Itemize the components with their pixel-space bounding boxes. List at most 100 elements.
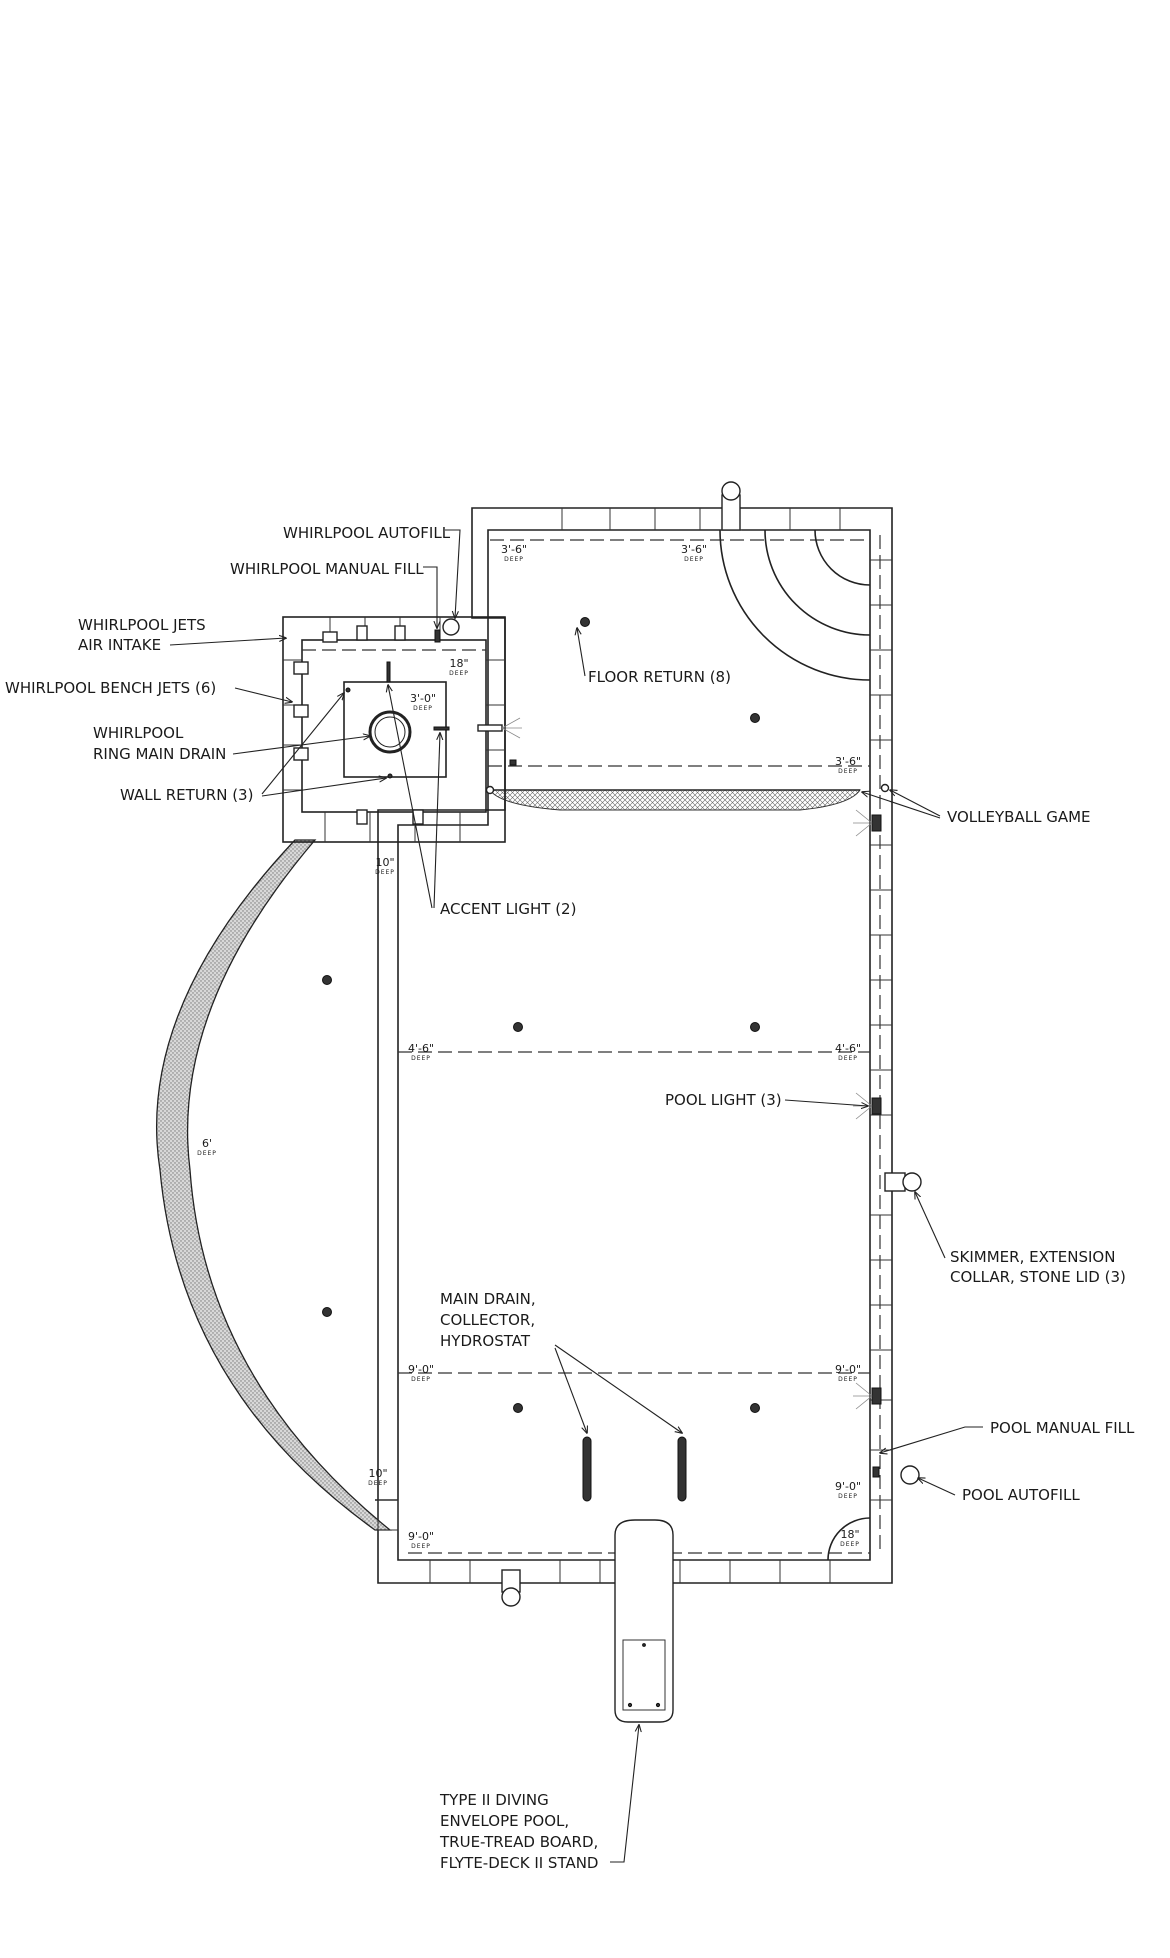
pool-lights	[853, 809, 882, 1410]
whirlpool	[282, 616, 522, 843]
svg-text:9'-0": 9'-0"	[835, 1480, 861, 1493]
label-whirlpool-ring-1: WHIRLPOOL	[93, 724, 184, 742]
svg-text:3'-6": 3'-6"	[501, 543, 527, 556]
leader-floor-return	[577, 628, 586, 677]
svg-text:3'-6": 3'-6"	[681, 543, 707, 556]
label-pool-manual-fill: POOL MANUAL FILL	[990, 1419, 1135, 1437]
spillway-light	[477, 724, 503, 732]
svg-text:DEEP: DEEP	[838, 1376, 858, 1383]
label-volleyball-game: VOLLEYBALL GAME	[947, 808, 1091, 826]
skimmers	[501, 481, 922, 1607]
entry-steps	[719, 529, 871, 681]
label-main-drain-3: HYDROSTAT	[440, 1332, 531, 1350]
leader-pool-autofill	[918, 1478, 956, 1496]
label-skimmer-2: COLLAR, STONE LID (3)	[950, 1268, 1126, 1286]
svg-text:DEEP: DEEP	[411, 1543, 431, 1550]
leader-main-drain-2	[554, 1344, 682, 1433]
leader-main-drain-1	[554, 1347, 587, 1433]
corner-step-bottom	[827, 1517, 871, 1561]
label-diving-3: TRUE-TREAD BOARD,	[439, 1833, 598, 1851]
accent-light-1	[386, 661, 391, 683]
depth-marker-whirlpool-center: 3'-0" DEEP	[410, 692, 436, 712]
svg-text:9'-0": 9'-0"	[408, 1530, 434, 1543]
svg-text:DEEP: DEEP	[449, 670, 469, 677]
label-whirlpool-autofill: WHIRLPOOL AUTOFILL	[283, 524, 451, 542]
leader-volleyball-2	[862, 792, 941, 819]
svg-text:DEEP: DEEP	[413, 705, 433, 712]
leader-wall-return-2	[261, 778, 386, 797]
svg-text:9'-0": 9'-0"	[408, 1363, 434, 1376]
pool-autofill-fixture	[900, 1465, 920, 1485]
svg-text:10": 10"	[375, 856, 394, 869]
svg-text:4'-6": 4'-6"	[835, 1042, 861, 1055]
bench-end-cap	[377, 1499, 399, 1531]
label-main-drain-1: MAIN DRAIN,	[440, 1290, 536, 1308]
depth-markers: 3'-6" DEEP 3'-6" DEEP 3'-6" DEEP 18" DEE…	[197, 543, 861, 1550]
svg-text:DEEP: DEEP	[838, 1055, 858, 1062]
annotations: WHIRLPOOL AUTOFILL WHIRLPOOL MANUAL FILL…	[5, 524, 1135, 1872]
accent-light-2	[433, 726, 450, 731]
svg-text:DEEP: DEEP	[504, 556, 524, 563]
depth-marker-shallow-center: 3'-6" DEEP	[681, 543, 707, 563]
label-pool-light: POOL LIGHT (3)	[665, 1091, 782, 1109]
label-floor-return: FLOOR RETURN (8)	[588, 668, 731, 686]
leader-whirlpool-autofill	[445, 529, 461, 618]
svg-text:3'-6": 3'-6"	[835, 755, 861, 768]
volleyball-post-right	[880, 783, 890, 793]
svg-text:6': 6'	[202, 1137, 212, 1150]
leader-volleyball-1	[890, 790, 941, 817]
label-main-drain-2: COLLECTOR,	[440, 1311, 535, 1329]
svg-text:DEEP: DEEP	[840, 1541, 860, 1548]
whirlpool-ring-drain	[368, 710, 412, 754]
whirlpool-coping	[282, 616, 506, 843]
svg-text:9'-0": 9'-0"	[835, 1363, 861, 1376]
depth-marker-deep-left: 9'-0" DEEP	[408, 1363, 434, 1383]
volleyball-post-left	[485, 785, 495, 795]
leader-pool-manual-fill	[880, 1426, 983, 1453]
whirlpool-manual-fill-fixture	[434, 629, 441, 643]
svg-text:DEEP: DEEP	[838, 1493, 858, 1500]
main-pool	[156, 481, 922, 1723]
svg-text:4'-6": 4'-6"	[408, 1042, 434, 1055]
depth-marker-steps-right-bottom: 18" DEEP	[840, 1528, 860, 1548]
depth-marker-midline-left: 4'-6" DEEP	[408, 1042, 434, 1062]
svg-text:DEEP: DEEP	[197, 1150, 217, 1157]
wall-return-1	[345, 687, 351, 693]
whirlpool-autofill-fixture	[442, 618, 460, 636]
leader-accent-light-1	[388, 685, 433, 909]
depth-marker-curve-left: 6' DEEP	[197, 1137, 217, 1157]
leader-whirlpool-manual-fill	[423, 566, 437, 628]
depth-marker-bench-left-top: 10" DEEP	[375, 856, 395, 876]
svg-text:DEEP: DEEP	[411, 1055, 431, 1062]
depth-marker-shallow-right: 3'-6" DEEP	[835, 755, 861, 775]
svg-text:DEEP: DEEP	[684, 556, 704, 563]
depth-marker-midline-right: 4'-6" DEEP	[835, 1042, 861, 1062]
wall-return-2	[387, 773, 393, 779]
svg-text:DEEP: DEEP	[375, 869, 395, 876]
depth-marker-corner-left-bottom: 9'-0" DEEP	[408, 1530, 434, 1550]
label-pool-autofill: POOL AUTOFILL	[962, 1486, 1080, 1504]
depth-marker-deep-right: 9'-0" DEEP	[835, 1363, 861, 1383]
label-diving-2: ENVELOPE POOL,	[440, 1812, 569, 1830]
depth-marker-whirlpool-bench: 18" DEEP	[449, 657, 469, 677]
svg-text:18": 18"	[840, 1528, 859, 1541]
label-skimmer-1: SKIMMER, EXTENSION	[950, 1248, 1115, 1266]
leader-diving	[610, 1725, 639, 1863]
leader-pool-light	[784, 1099, 868, 1106]
pool-coping-outer	[377, 507, 893, 1584]
diving-board	[614, 1519, 674, 1723]
leader-accent-light-2	[433, 733, 440, 909]
label-whirlpool-jets-2: AIR INTAKE	[78, 636, 161, 654]
label-whirlpool-ring-2: RING MAIN DRAIN	[93, 745, 226, 763]
svg-text:10": 10"	[368, 1467, 387, 1480]
main-drains	[582, 1436, 687, 1502]
label-whirlpool-manual-fill: WHIRLPOOL MANUAL FILL	[230, 560, 424, 578]
svg-text:DEEP: DEEP	[368, 1480, 388, 1487]
leader-whirlpool-bench-jets	[234, 687, 292, 702]
label-accent-light: ACCENT LIGHT (2)	[440, 900, 576, 918]
svg-text:DEEP: DEEP	[838, 768, 858, 775]
depth-marker-deep-right-bottom: 9'-0" DEEP	[835, 1480, 861, 1500]
pool-wall-inner	[397, 529, 871, 1561]
volleyball-net	[485, 783, 890, 811]
